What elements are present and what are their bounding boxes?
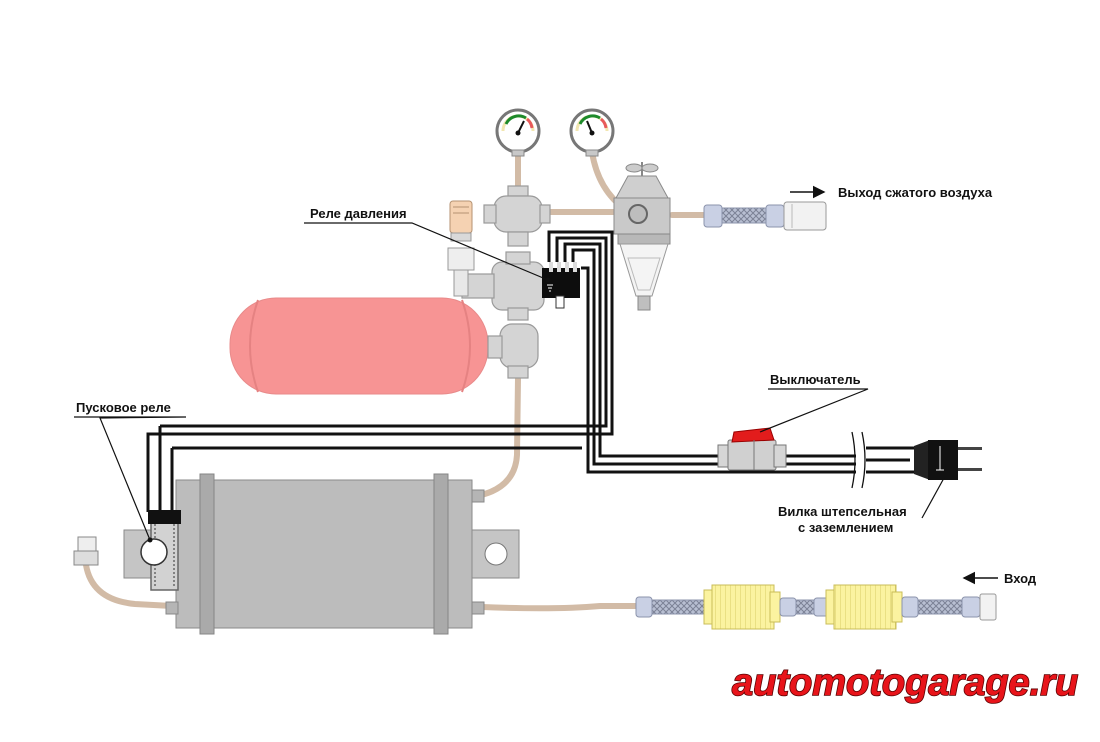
label-switch: Выключатель	[770, 372, 861, 387]
hoses	[83, 149, 708, 612]
pressure-gauge-1	[495, 108, 541, 157]
label-air-output: Выход сжатого воздуха	[838, 185, 993, 200]
air-manifold	[461, 185, 551, 379]
pressure-gauge-2	[569, 108, 615, 157]
leader-dots	[147, 277, 551, 543]
compressor	[123, 473, 520, 635]
power-switch	[717, 427, 787, 471]
watermark: automotogarage.ru	[732, 662, 1078, 704]
start-relay	[140, 510, 181, 591]
label-plug-line2: с заземлением	[798, 520, 893, 535]
input-filter-line	[635, 584, 997, 630]
moisture-separator	[613, 162, 671, 311]
pressure-relay	[542, 262, 580, 309]
label-start-relay: Пусковое реле	[76, 400, 171, 415]
output-braided-hose	[703, 201, 827, 231]
hose-left-intake	[83, 562, 175, 609]
grounded-plug	[914, 440, 982, 480]
label-plug-line1: Вилка штепсельная	[778, 504, 907, 519]
wire-break	[851, 431, 866, 489]
air-receiver-tank	[229, 297, 489, 395]
hose-input-line	[479, 603, 643, 612]
wiring	[146, 230, 918, 512]
label-input: Вход	[1004, 571, 1037, 586]
intake-fitting	[73, 536, 99, 566]
safety-valve	[447, 200, 475, 297]
label-pressure-relay: Реле давления	[310, 206, 407, 221]
leader-lines	[74, 222, 945, 541]
hose-compressor-to-tee	[469, 375, 521, 500]
